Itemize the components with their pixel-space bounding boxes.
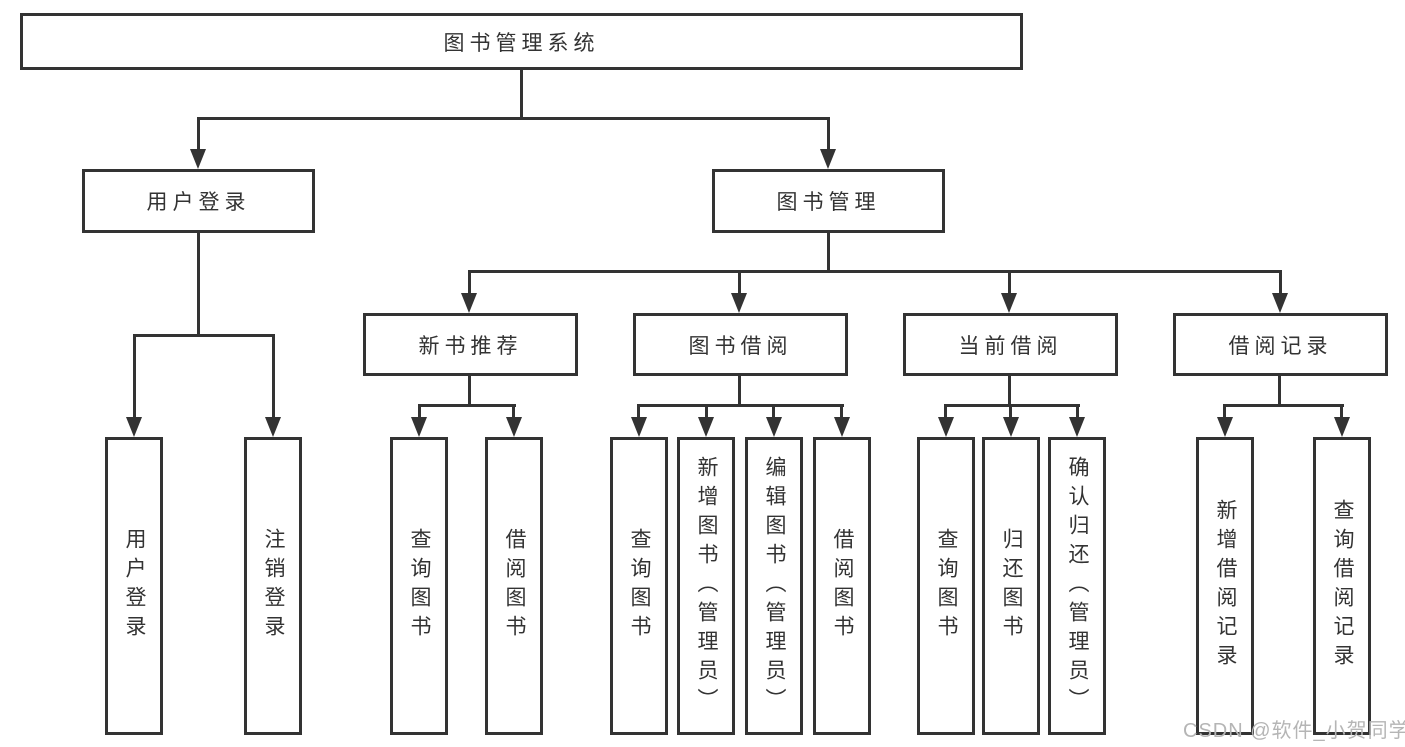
arrow-down-icon xyxy=(938,417,954,437)
connector-line xyxy=(840,404,843,419)
arrow-down-icon xyxy=(1272,293,1288,313)
leaf-query-books-recommend: 查询图书 xyxy=(390,437,448,735)
arrow-down-icon xyxy=(698,417,714,437)
connector-line xyxy=(827,231,830,273)
leaf-borrow-books: 借阅图书 xyxy=(813,437,871,735)
connector-line xyxy=(468,270,471,295)
leaf-confirm-return-admin: 确认归还（管理员） xyxy=(1048,437,1106,735)
connector-line xyxy=(272,334,275,419)
connector-line xyxy=(418,404,516,407)
connector-line xyxy=(1224,404,1344,407)
leaf-edit-book-admin-label: 编辑图书（管理员） xyxy=(763,455,787,717)
csdn-watermark: CSDN @软件_小贺同学 xyxy=(1183,720,1405,742)
arrow-down-icon xyxy=(834,417,850,437)
node-book-management-label: 图书管理 xyxy=(776,191,881,214)
node-root: 图书管理系统 xyxy=(20,13,1023,70)
leaf-query-books-borrowing: 查询图书 xyxy=(610,437,668,735)
connector-line xyxy=(1340,404,1343,419)
connector-line xyxy=(197,117,200,151)
arrow-down-icon xyxy=(411,417,427,437)
connector-line xyxy=(133,334,275,337)
connector-line xyxy=(705,404,708,419)
connector-line xyxy=(520,67,523,120)
connector-line xyxy=(468,270,1282,273)
leaf-query-borrow-record: 查询借阅记录 xyxy=(1313,437,1371,735)
connector-line xyxy=(738,373,741,407)
arrow-down-icon xyxy=(820,149,836,169)
node-user-login-label: 用户登录 xyxy=(146,191,251,214)
arrow-down-icon xyxy=(631,417,647,437)
node-user-login: 用户登录 xyxy=(82,169,315,233)
node-book-management: 图书管理 xyxy=(712,169,945,233)
leaf-query-books-current: 查询图书 xyxy=(917,437,975,735)
connector-line xyxy=(1008,270,1011,295)
leaf-return-books-label: 归还图书 xyxy=(1000,528,1024,644)
node-root-label: 图书管理系统 xyxy=(443,31,600,55)
arrow-down-icon xyxy=(731,293,747,313)
leaf-query-books-borrowing-label: 查询图书 xyxy=(628,528,652,644)
connector-line xyxy=(1076,404,1079,419)
connector-line xyxy=(418,404,421,419)
arrow-down-icon xyxy=(461,293,477,313)
connector-line xyxy=(772,404,775,419)
arrow-down-icon xyxy=(265,417,281,437)
arrow-down-icon xyxy=(1001,293,1017,313)
leaf-query-books-recommend-label: 查询图书 xyxy=(408,528,432,644)
node-current-borrowing-label: 当前借阅 xyxy=(958,334,1063,358)
arrow-down-icon xyxy=(126,417,142,437)
connector-line xyxy=(1009,404,1012,419)
leaf-borrow-books-recommend: 借阅图书 xyxy=(485,437,543,735)
arrow-down-icon xyxy=(1069,417,1085,437)
leaf-add-book-admin-label: 新增图书（管理员） xyxy=(695,455,719,717)
connector-line xyxy=(1223,404,1226,419)
node-borrowing-records: 借阅记录 xyxy=(1173,313,1388,376)
connector-line xyxy=(945,404,1080,407)
connector-line xyxy=(738,270,741,295)
leaf-logout: 注销登录 xyxy=(244,437,302,735)
arrow-down-icon xyxy=(190,149,206,169)
leaf-add-book-admin: 新增图书（管理员） xyxy=(677,437,735,735)
connector-line xyxy=(468,373,471,407)
connector-line xyxy=(1008,373,1011,407)
connector-line xyxy=(197,117,830,120)
connector-line xyxy=(827,117,830,151)
node-current-borrowing: 当前借阅 xyxy=(903,313,1118,376)
connector-line xyxy=(1279,270,1282,295)
leaf-add-borrow-record: 新增借阅记录 xyxy=(1196,437,1254,735)
connector-line xyxy=(197,231,200,337)
leaf-query-books-current-label: 查询图书 xyxy=(935,528,959,644)
leaf-edit-book-admin: 编辑图书（管理员） xyxy=(745,437,803,735)
connector-line xyxy=(133,334,136,419)
connector-line xyxy=(638,404,844,407)
leaf-logout-label: 注销登录 xyxy=(262,528,286,644)
leaf-user-login: 用户登录 xyxy=(105,437,163,735)
node-book-borrowing: 图书借阅 xyxy=(633,313,848,376)
connector-line xyxy=(512,404,515,419)
arrow-down-icon xyxy=(766,417,782,437)
node-new-book-recommend-label: 新书推荐 xyxy=(418,334,523,358)
leaf-query-borrow-record-label: 查询借阅记录 xyxy=(1331,499,1355,673)
leaf-user-login-label: 用户登录 xyxy=(123,528,147,644)
leaf-return-books: 归还图书 xyxy=(982,437,1040,735)
connector-line xyxy=(637,404,640,419)
connector-line xyxy=(944,404,947,419)
arrow-down-icon xyxy=(1217,417,1233,437)
leaf-borrow-books-recommend-label: 借阅图书 xyxy=(503,528,527,644)
node-new-book-recommend: 新书推荐 xyxy=(363,313,578,376)
arrow-down-icon xyxy=(506,417,522,437)
node-borrowing-records-label: 借阅记录 xyxy=(1228,334,1333,358)
arrow-down-icon xyxy=(1003,417,1019,437)
connector-line xyxy=(1278,373,1281,407)
node-book-borrowing-label: 图书借阅 xyxy=(688,334,793,358)
leaf-borrow-books-label: 借阅图书 xyxy=(831,528,855,644)
arrow-down-icon xyxy=(1334,417,1350,437)
leaf-confirm-return-admin-label: 确认归还（管理员） xyxy=(1066,455,1090,717)
leaf-add-borrow-record-label: 新增借阅记录 xyxy=(1214,499,1238,673)
